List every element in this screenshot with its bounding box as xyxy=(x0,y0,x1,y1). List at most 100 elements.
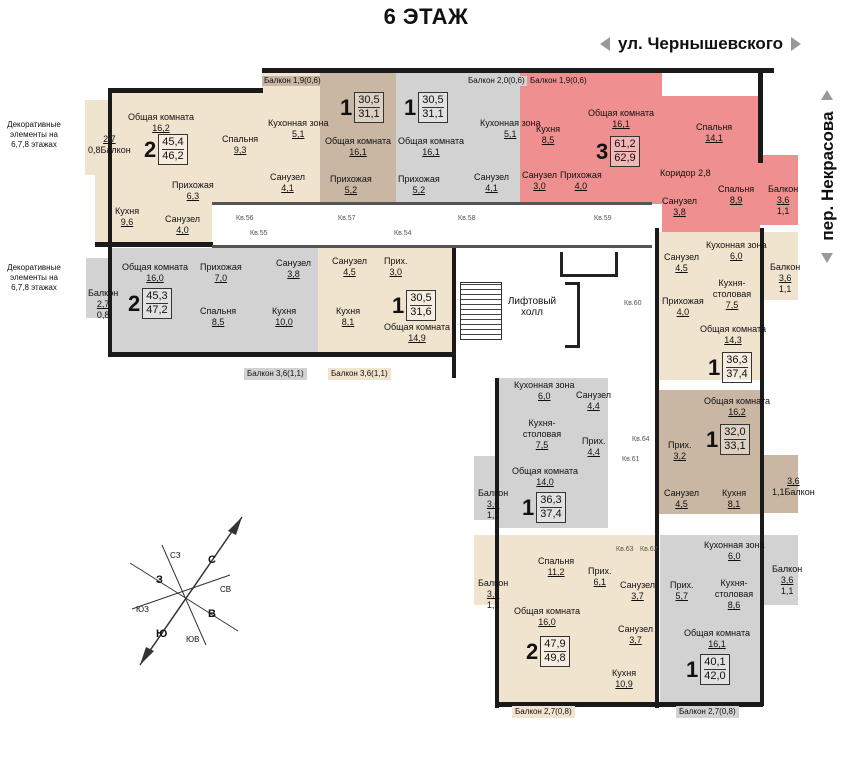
corridor xyxy=(212,205,652,245)
apt5-balcony xyxy=(86,258,112,318)
entrance-label: Кв.57 xyxy=(338,215,356,222)
compass-rose-icon xyxy=(129,516,243,666)
balcony-label-7: Балкон 2,7(0,8) xyxy=(676,706,739,718)
apt6-main xyxy=(318,248,454,356)
decor-note-2: Декоративные элементы на 6,7,8 этажах xyxy=(7,263,61,292)
street-top: ул. Чернышевского xyxy=(600,34,802,54)
compass-sw: ЮЗ xyxy=(136,605,149,614)
compass-ne: СВ xyxy=(220,585,232,594)
street-top-label: ул. Чернышевского xyxy=(618,34,784,53)
apt9-main xyxy=(498,378,608,528)
apt8-balcony xyxy=(764,455,798,513)
apt1-living xyxy=(110,92,210,162)
arrow-up-icon xyxy=(821,90,833,100)
compass-n: С xyxy=(208,554,216,566)
entrance-label: Кв.58 xyxy=(458,215,476,222)
street-right-label: пер. Некрасова xyxy=(818,111,837,241)
balcony-label-1: Балкон 1,9(0,6) xyxy=(262,76,323,86)
decor-note-1: Декоративные элементы на 6,7,8 этажах xyxy=(7,120,61,149)
apt11-main xyxy=(660,535,764,703)
room-label: Прих.4,4 xyxy=(582,436,606,457)
balcony-label-5: Балкон 3,6(1,1) xyxy=(328,368,391,380)
apt7-balcony xyxy=(764,232,798,300)
apt3-living xyxy=(396,72,472,204)
room-label: Прих.5,7 xyxy=(670,580,694,601)
apt2-kitchen xyxy=(262,72,320,204)
entrance-label: Кв.60 xyxy=(624,300,642,307)
entrance-label: Кв.64 xyxy=(632,436,650,443)
apt8-main xyxy=(658,390,764,514)
entrance-label: Кв.55 xyxy=(250,230,268,237)
entrance-label: Кв.54 xyxy=(394,230,412,237)
compass-nw: СЗ xyxy=(170,551,181,560)
apt3-kitchen xyxy=(472,72,520,204)
apt7-main xyxy=(658,232,764,380)
apt1-bedroom xyxy=(210,92,262,202)
apt9-balcony xyxy=(474,456,498,520)
entrance-label: Кв.56 xyxy=(236,215,254,222)
street-right: пер. Некрасова xyxy=(812,90,842,265)
compass-e: В xyxy=(208,608,216,620)
lift-shaft xyxy=(560,252,618,277)
arrow-left-icon xyxy=(600,37,610,51)
apt10-main xyxy=(498,535,658,703)
entrance-label: Кв.59 xyxy=(594,215,612,222)
floor-title: 6 ЭТАЖ xyxy=(383,4,469,29)
arrow-down-icon xyxy=(821,253,833,263)
compass-s: Ю xyxy=(156,628,168,640)
stairs xyxy=(460,282,502,340)
balcony-label-4: Балкон 3,6(1,1) xyxy=(244,368,307,380)
compass: С Ю В З СЗ СВ ЮЗ ЮВ xyxy=(110,505,250,685)
lift-shaft-2 xyxy=(565,282,580,348)
apt4-balcony xyxy=(760,155,798,225)
compass-se: ЮВ xyxy=(186,635,200,644)
lift-hall-label: Лифтовый холл xyxy=(507,296,557,318)
